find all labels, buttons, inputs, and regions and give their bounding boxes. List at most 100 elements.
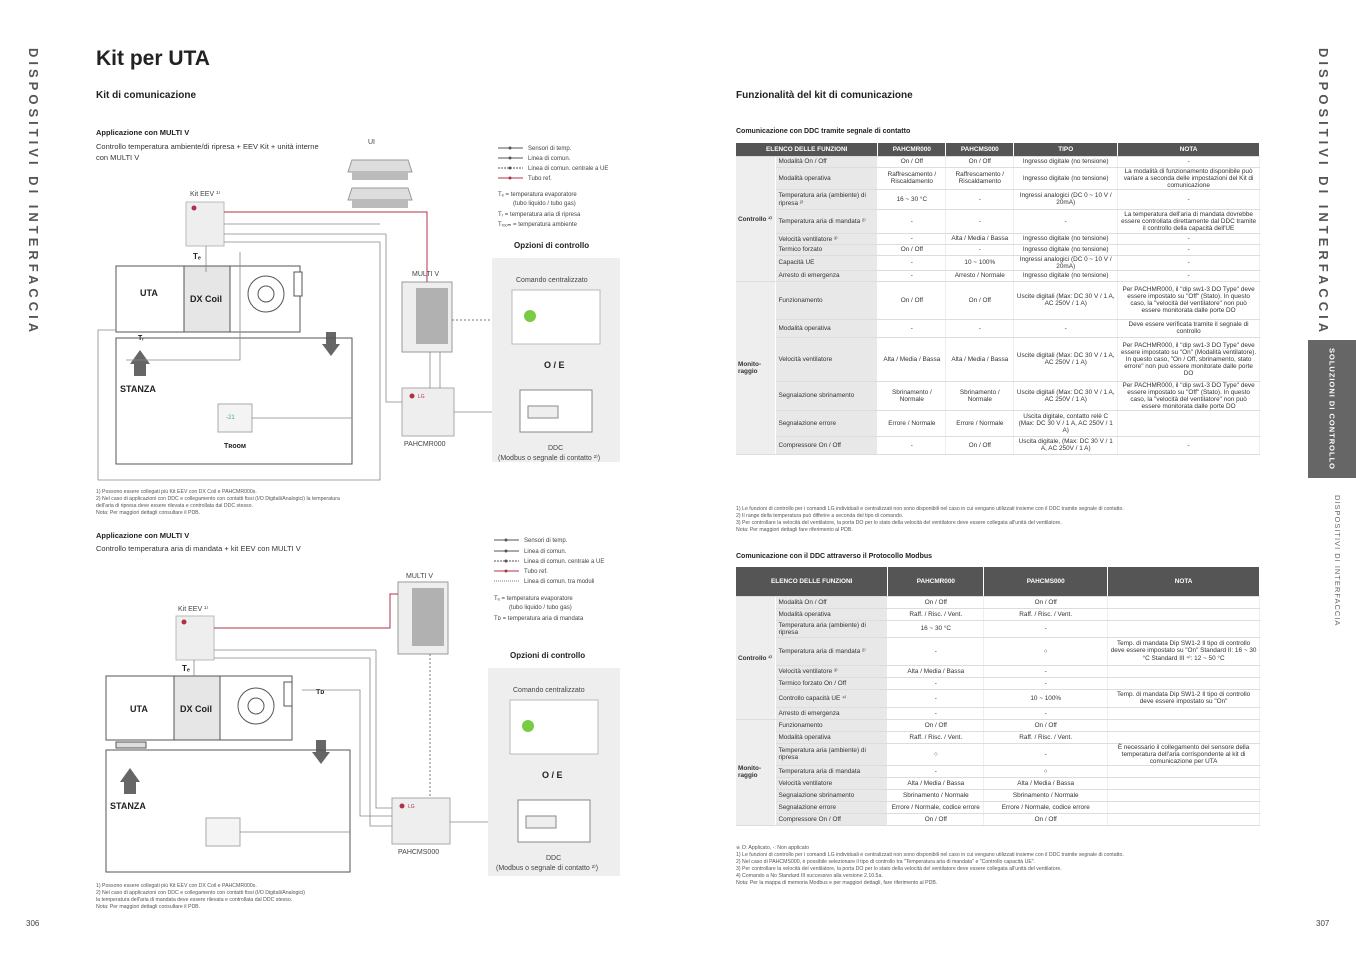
function-cell: Segnalazione errore: [775, 410, 879, 437]
section-tab[interactable]: SOLUZIONI DI CONTROLLO: [1308, 340, 1356, 478]
d2-def-1: (tubo liquido / tubo gas): [509, 605, 572, 611]
value-cell: Raff. / Risc. / Vent.: [887, 731, 985, 744]
value-cell: -: [877, 436, 947, 455]
t2-note-0: ※ O: Applicato, -: Non applicato: [736, 845, 809, 851]
value-cell: Per PACHMR000, il "dip sw1-3 DO Type" de…: [1117, 337, 1260, 382]
value-cell: ○: [983, 765, 1109, 778]
t2-header: ELENCO DELLE FUNZIONI: [736, 567, 889, 597]
value-cell: 10 ~ 100%: [945, 255, 1015, 271]
value-cell: È necessario il collegamento del sensore…: [1107, 743, 1260, 766]
t1-note-1: 2) Il range della temperatura può differ…: [736, 513, 904, 519]
d2-te: Tₑ: [182, 664, 190, 673]
value-cell: -: [887, 765, 985, 778]
d2-note-0: 1) Possono essere collegati più Kit EEV …: [96, 883, 257, 889]
value-cell: On / Off: [983, 596, 1109, 609]
arrow-down-icon: [322, 332, 340, 356]
value-cell: -: [1013, 319, 1119, 338]
value-cell: -: [983, 677, 1109, 690]
d1-ddc2: (Modbus o segnale di contatto ²⁾): [498, 454, 600, 462]
lg-logo-icon: [191, 205, 197, 211]
d1-multiv-label: MULTI V: [412, 271, 439, 278]
d2-legend-2: Linea di comun. centrale a UE: [524, 559, 604, 565]
value-cell: [1107, 789, 1260, 802]
d2-stanza: STANZA: [110, 801, 146, 811]
function-cell: Temperatura aria (ambiente) di ripresa ²…: [775, 189, 879, 210]
d2-legend-4: Linea di comun. tra moduli: [524, 579, 594, 585]
fan-icon: [237, 687, 275, 725]
d1-legend-0: Sensori di temp.: [528, 146, 572, 152]
value-cell: -: [945, 209, 1015, 234]
value-cell: On / Off: [983, 719, 1109, 732]
d1-uta: UTA: [140, 288, 158, 298]
t2-note-1: 1) Le funzioni di controllo per i comand…: [736, 852, 1124, 858]
value-cell: -: [1013, 209, 1119, 234]
t1-note-0: 1) Le funzioni di controllo per i comand…: [736, 506, 1124, 512]
d1-ddc: DDC: [548, 445, 563, 452]
section-tab-secondary[interactable]: DISPOSITIVI DI INTERFACCIA: [1333, 495, 1342, 627]
t2-heading: Comunicazione con il DDC attraverso il P…: [736, 553, 933, 560]
value-cell: [1107, 719, 1260, 732]
t1-note-2: 3) Per controllare la velocità del venti…: [736, 520, 1062, 526]
table-row: Temperatura aria di mandata-○: [736, 765, 1260, 778]
d2-uta: UTA: [130, 704, 148, 714]
table-row: Velocità ventilatore ³⁾-Alta / Media / B…: [736, 233, 1260, 245]
d1-oe: O / E: [544, 360, 565, 370]
value-cell: Sbrinamento / Normale: [945, 381, 1015, 411]
t2-header: NOTA: [1107, 567, 1260, 597]
value-cell: Raffrescamento / Riscaldamento: [945, 167, 1015, 190]
thermostat-icon: [217, 403, 253, 433]
function-cell: Termico forzato On / Off: [775, 677, 889, 690]
t1-header: NOTA: [1117, 143, 1260, 157]
d1-thermo: -21: [226, 415, 235, 421]
value-cell: -: [887, 637, 985, 666]
d2-td: Tᴅ: [316, 689, 324, 696]
value-cell: [1117, 410, 1260, 437]
value-cell: On / Off: [983, 813, 1109, 826]
arrow-up-icon: [130, 350, 150, 376]
value-cell: Ingressi analogici (DC 0 ~ 10 V / 20mA): [1013, 189, 1119, 210]
table-row: Temperatura aria di mandata ²⁾-○Temp. di…: [736, 637, 1260, 666]
d1-kit-label: Kit EEV ¹⁾: [190, 190, 220, 198]
d2-heading: Applicazione con MULTI V: [96, 531, 190, 540]
side-title-left: DISPOSITIVI DI INTERFACCIA: [26, 48, 41, 337]
value-cell: ○: [887, 743, 985, 766]
value-cell: -: [887, 677, 985, 690]
d1-opz: Opzioni di controllo: [514, 241, 589, 250]
value-cell: Sbrinamento / Normale: [983, 789, 1109, 802]
table-ddc-contact: ELENCO DELLE FUNZIONI PAHCMR000 PAHCMS00…: [736, 143, 1260, 455]
value-cell: Sbrinamento / Normale: [887, 789, 985, 802]
d1-def-1: (tubo liquido / tubo gas): [513, 201, 576, 207]
value-cell: Temp. di mandata Dip SW1-2 Il tipo di co…: [1107, 689, 1260, 708]
t2-note-3: 3) Per controllare la velocità del venti…: [736, 866, 1062, 872]
value-cell: [1107, 777, 1260, 790]
value-cell: [1107, 813, 1260, 826]
value-cell: -: [1117, 233, 1260, 245]
function-cell: Funzionamento: [775, 281, 879, 320]
side-title-right: DISPOSITIVI DI INTERFACCIA: [1316, 48, 1331, 337]
value-cell: -: [983, 620, 1109, 638]
cassette-icon: [347, 187, 413, 208]
value-cell: Ingresso digitale (no tensione): [1013, 244, 1119, 256]
d1-te: Tₑ: [193, 252, 201, 261]
value-cell: Ingresso digitale (no tensione): [1013, 233, 1119, 245]
room-outline: [115, 337, 353, 465]
d1-note-3: Nota: Per maggiori dettagli consultare i…: [96, 510, 201, 516]
value-cell: La temperatura dell'aria di mandata dovr…: [1117, 209, 1260, 234]
value-cell: Errore / Normale, codice errore: [887, 801, 985, 814]
function-cell: Termico forzato: [775, 244, 879, 256]
t1-header: ELENCO DELLE FUNZIONI: [736, 143, 879, 157]
value-cell: Sbrinamento / Normale: [877, 381, 947, 411]
d2-legend-1: Linea di comun.: [524, 549, 567, 555]
value-cell: -: [1117, 156, 1260, 168]
t1-header: PAHCMR000: [877, 143, 947, 157]
value-cell: Alta / Media / Bassa: [945, 233, 1015, 245]
row-group-label: Controllo ¹⁾: [736, 596, 777, 720]
row-group-label: Monito-raggio: [736, 719, 777, 826]
page-title: Kit per UTA: [96, 47, 210, 70]
